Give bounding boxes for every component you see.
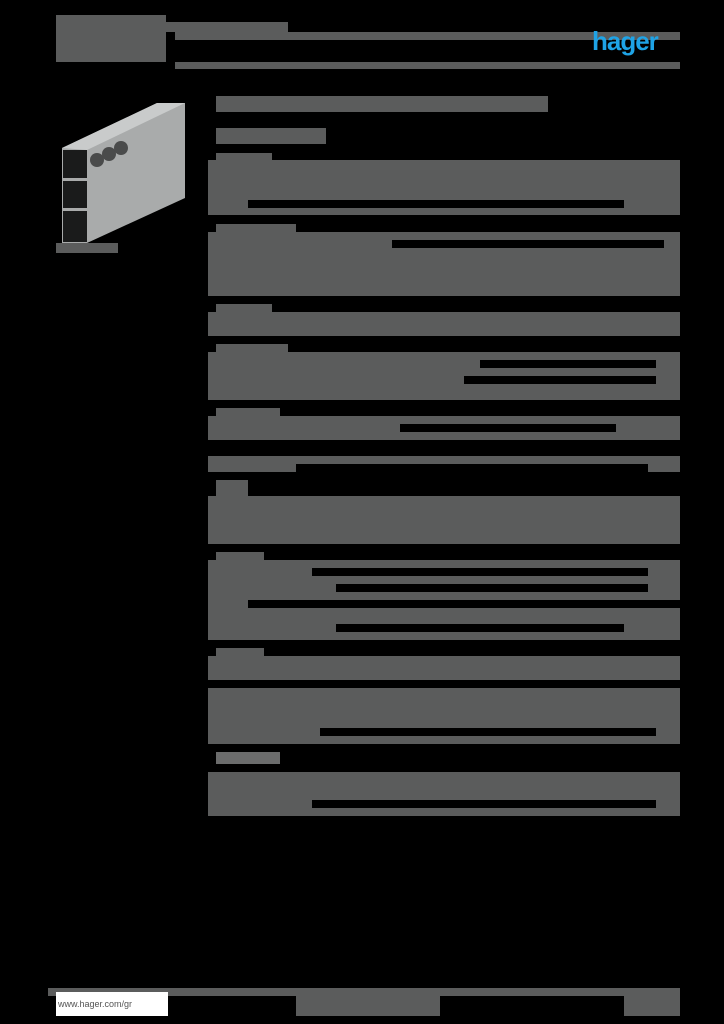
section-7-gap-c <box>248 600 680 608</box>
section-3-body <box>208 312 680 336</box>
section-4-gap-b <box>464 376 656 384</box>
section-5-gap <box>400 424 616 432</box>
main-heading <box>216 96 548 112</box>
hager-logo: hager <box>592 26 659 56</box>
section-1-gap <box>248 200 624 208</box>
section-9-label <box>216 752 280 764</box>
footer-url[interactable]: www.hager.com/gr <box>56 992 168 1016</box>
section-3-label <box>216 304 272 314</box>
section-8-gap <box>320 728 656 736</box>
product-image <box>57 98 185 246</box>
footer-rule <box>48 988 680 996</box>
section-5-label <box>216 408 280 418</box>
section-6-body <box>208 496 680 544</box>
header-rule-top <box>175 32 680 40</box>
section-7-gap-d <box>336 624 624 632</box>
section-2-gap <box>392 240 664 248</box>
section-4-label <box>216 344 288 354</box>
section-7-label <box>216 552 264 562</box>
footer-page-ref <box>624 996 680 1016</box>
header-title-line <box>56 22 288 32</box>
section-2-label <box>216 224 296 234</box>
header-rule <box>175 62 680 69</box>
section-9-body <box>208 772 680 816</box>
section-6-label <box>216 480 248 496</box>
section-8-label <box>216 648 264 658</box>
product-caption <box>56 243 118 253</box>
section-8-body <box>208 656 680 680</box>
section-4-gap-a <box>480 360 656 368</box>
section-1-label <box>216 153 272 163</box>
main-subheading <box>216 128 326 144</box>
footer-center-text <box>296 996 440 1016</box>
section-7-gap-a <box>312 568 648 576</box>
section-5-sub-gap <box>296 464 648 472</box>
section-7-gap-b <box>336 584 648 592</box>
section-9-gap <box>312 800 656 808</box>
